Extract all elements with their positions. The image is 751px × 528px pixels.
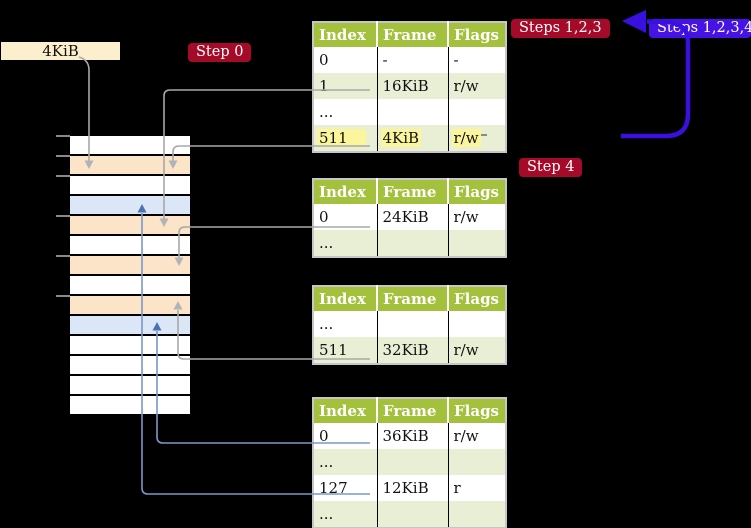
memory-row [70, 236, 190, 256]
table-row: 127 12KiB r [313, 475, 506, 501]
memory-row [70, 156, 190, 176]
cell-frame [376, 99, 448, 125]
memory-row [70, 296, 190, 316]
badge-step-0: Step 0 [188, 43, 252, 62]
memory-row [70, 196, 190, 216]
cell-frame: 36KiB [376, 423, 448, 449]
cell-frame: 16KiB [376, 73, 448, 99]
cell-index: ... [313, 449, 377, 475]
badge-step-4: Step 4 [519, 158, 583, 177]
page-table-level-1: Index Frame Flags 0 36KiB r/w ... 127 12… [312, 397, 507, 528]
page-table-level-2: Index Frame Flags ... 511 32KiB r/w [312, 285, 507, 365]
cell-frame: 24KiB [376, 204, 448, 230]
table-row: 1 16KiB r/w [313, 73, 506, 99]
column-header-frame: Frame [376, 179, 448, 204]
highlight-mark: 4KiB [380, 128, 422, 147]
cell-flags [447, 230, 506, 257]
table-row: 0 - - [313, 47, 506, 73]
cell-index: 511 [313, 337, 377, 364]
memory-row [70, 276, 190, 296]
cell-flags: r/w [447, 337, 506, 364]
memory-row [70, 136, 190, 156]
column-header-flags: Flags [447, 179, 506, 204]
cell-index: 127 [313, 475, 377, 501]
table-header-row: Index Frame Flags [313, 179, 506, 204]
memory-row [70, 216, 190, 236]
page-table-level-3: Index Frame Flags 0 24KiB r/w ... [312, 178, 507, 258]
memory-row [70, 356, 190, 376]
cell-index: 0 [313, 47, 377, 73]
cell-index: 511 [313, 125, 377, 152]
cell-index: ... [313, 99, 377, 125]
cell-flags: r/w [447, 204, 506, 230]
cell-flags [447, 311, 506, 337]
table-header-row: Index Frame Flags [313, 22, 506, 47]
column-header-index: Index [313, 286, 377, 311]
badge-steps-1-2-3-4: Steps 1,2,3,4 [649, 19, 751, 38]
cell-index: 0 [313, 204, 377, 230]
column-header-index: Index [313, 22, 377, 47]
cell-index: ... [313, 230, 377, 257]
memory-row [70, 396, 190, 416]
table-row: 0 24KiB r/w [313, 204, 506, 230]
table-row: ... [313, 501, 506, 528]
cell-frame [376, 311, 448, 337]
column-header-flags: Flags [447, 22, 506, 47]
table-row: ... [313, 230, 506, 257]
column-header-frame: Frame [376, 286, 448, 311]
highlight-mark: 511 [317, 128, 366, 147]
cell-flags: r/w [447, 125, 506, 152]
badge-steps-1-2-3: Steps 1,2,3 [511, 19, 610, 38]
cell-frame: 12KiB [376, 475, 448, 501]
cell-frame: 32KiB [376, 337, 448, 364]
memory-row [70, 336, 190, 356]
column-header-index: Index [313, 398, 377, 423]
cell-frame: 4KiB [376, 125, 448, 152]
column-header-index: Index [313, 179, 377, 204]
cell-flags [447, 99, 506, 125]
cell-frame [376, 449, 448, 475]
table-header-row: Index Frame Flags [313, 286, 506, 311]
cell-flags [447, 449, 506, 475]
cell-flags: r [447, 475, 506, 501]
column-header-frame: Frame [376, 22, 448, 47]
cell-flags: r/w [447, 423, 506, 449]
cell-flags [447, 501, 506, 528]
memory-row [70, 316, 190, 336]
table-row-highlighted: 511 4KiB r/w [313, 125, 506, 152]
cell-flags: - [447, 47, 506, 73]
cell-index: ... [313, 501, 377, 528]
table-row: ... [313, 449, 506, 475]
page-table-level-4: Index Frame Flags 0 - - 1 16KiB r/w ... [312, 21, 507, 153]
cell-frame [376, 501, 448, 528]
cell-index: 1 [313, 73, 377, 99]
table-row: 0 36KiB r/w [313, 423, 506, 449]
memory-row [70, 176, 190, 196]
cell-flags: r/w [447, 73, 506, 99]
cell-frame: - [376, 47, 448, 73]
physical-memory-column [70, 136, 190, 416]
table-row: ... [313, 99, 506, 125]
column-header-flags: Flags [447, 286, 506, 311]
cell-index: 0 [313, 423, 377, 449]
memory-tick-marks [56, 135, 70, 297]
column-header-frame: Frame [376, 398, 448, 423]
table-row: ... [313, 311, 506, 337]
table-row: 511 32KiB r/w [313, 337, 506, 364]
table-header-row: Index Frame Flags [313, 398, 506, 423]
cell-frame [376, 230, 448, 257]
memory-row [70, 376, 190, 396]
highlight-mark: r/w [451, 128, 481, 147]
column-header-flags: Flags [447, 398, 506, 423]
memory-row [70, 256, 190, 276]
cell-index: ... [313, 311, 377, 337]
frame-address-box: 4KiB [1, 42, 120, 60]
